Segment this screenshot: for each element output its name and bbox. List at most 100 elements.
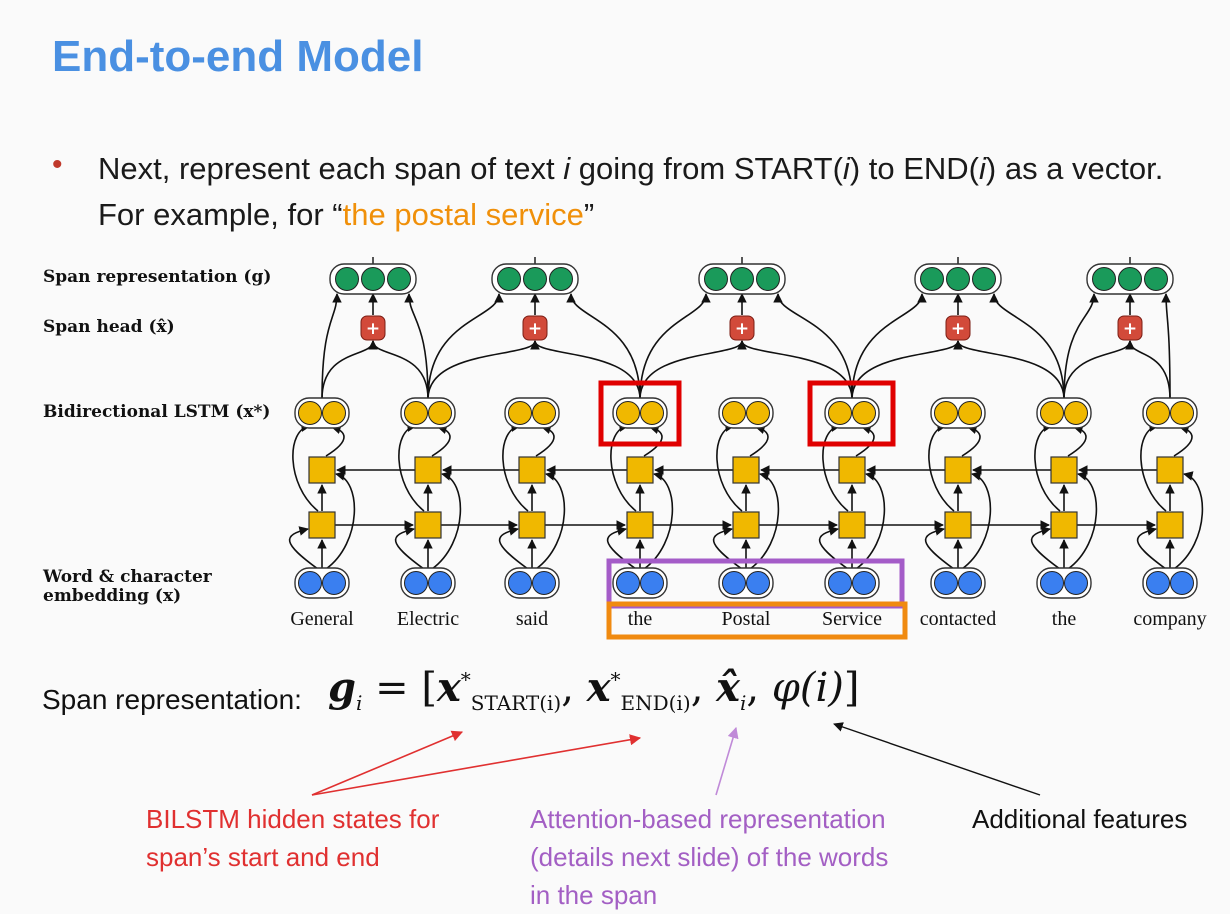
bilstm-state-node bbox=[532, 401, 556, 425]
embed-to-forward-arrow bbox=[498, 526, 529, 570]
backward-lstm-cell bbox=[414, 456, 442, 484]
bilstm-state-node bbox=[958, 401, 982, 425]
backward-lstm-cell bbox=[732, 456, 760, 484]
forward-to-lstm-arrow bbox=[502, 422, 529, 512]
lstm-to-span-arrow bbox=[989, 293, 1065, 400]
lstm-to-head-arrow bbox=[737, 340, 853, 400]
row-label-bilstm: Bidirectional LSTM (x*) bbox=[43, 402, 271, 422]
span-representation-node bbox=[704, 267, 728, 291]
span-representation-node bbox=[730, 267, 754, 291]
span-head-node bbox=[360, 315, 386, 341]
span-representation-node bbox=[387, 267, 411, 291]
row-label-span-head: Span head (x̂) bbox=[43, 317, 175, 337]
backward-to-lstm-arrow bbox=[431, 424, 451, 457]
slide-title: End-to-end Model bbox=[52, 32, 424, 81]
lstm-to-span-arrow bbox=[639, 293, 711, 400]
highlighted-phrase: the postal service bbox=[342, 197, 584, 232]
token-word: said bbox=[516, 608, 548, 630]
lstm-to-head-arrow bbox=[427, 340, 540, 400]
word-embedding-node bbox=[1040, 571, 1064, 595]
red-arrow-end bbox=[311, 734, 642, 796]
backward-to-lstm-arrow bbox=[961, 424, 981, 457]
forward-to-lstm-arrow bbox=[928, 422, 955, 512]
bilstm-state-node bbox=[428, 401, 452, 425]
bilstm-state-node bbox=[508, 401, 532, 425]
bilstm-state-node bbox=[404, 401, 428, 425]
token-word: contacted bbox=[920, 608, 997, 630]
embed-to-backward-arrow bbox=[325, 471, 356, 570]
span-head-node bbox=[522, 315, 548, 341]
red-arrow-start bbox=[311, 730, 464, 796]
lstm-to-head-arrow bbox=[368, 340, 429, 400]
forward-lstm-cell bbox=[944, 511, 972, 539]
word-embedding-node bbox=[722, 571, 746, 595]
span-representation-node bbox=[972, 267, 996, 291]
backward-to-lstm-arrow bbox=[1067, 424, 1087, 457]
lstm-to-span-arrow bbox=[851, 293, 927, 400]
span-representation-node bbox=[1092, 267, 1116, 291]
lstm-to-span-arrow bbox=[1161, 293, 1171, 400]
embed-to-forward-arrow bbox=[1136, 526, 1167, 570]
embed-to-backward-arrow bbox=[431, 471, 462, 570]
forward-lstm-cell bbox=[1050, 511, 1078, 539]
end-state-highlight bbox=[807, 380, 896, 447]
span-rep-label: Span representation: bbox=[42, 684, 302, 715]
backward-lstm-cell bbox=[626, 456, 654, 484]
annotation-arrows bbox=[311, 722, 1041, 796]
span-rep-formula: gi = [x*START(i), x*END(i), x̂i, φ(i)] bbox=[328, 664, 860, 715]
bilstm-state-node bbox=[828, 401, 852, 425]
backward-to-lstm-arrow bbox=[535, 424, 555, 457]
forward-to-lstm-arrow bbox=[1140, 422, 1167, 512]
token-word: the bbox=[628, 608, 653, 630]
lstm-to-span-arrow bbox=[773, 293, 853, 400]
span-representation-node bbox=[497, 267, 521, 291]
bullet-text: Next, represent each span of text i goin… bbox=[98, 151, 1164, 232]
span-representation-node bbox=[1144, 267, 1168, 291]
backward-lstm-cell bbox=[518, 456, 546, 484]
bilstm-state-node bbox=[322, 401, 346, 425]
row-label-span-representation: Span representation (g) bbox=[43, 267, 272, 287]
lstm-to-span-arrow bbox=[321, 293, 342, 400]
word-embedding-node bbox=[852, 571, 876, 595]
token-word: the bbox=[1052, 608, 1077, 630]
forward-to-lstm-arrow bbox=[398, 422, 425, 512]
forward-to-lstm-arrow bbox=[1034, 422, 1061, 512]
backward-to-lstm-arrow bbox=[325, 424, 345, 457]
token-word: General bbox=[290, 608, 354, 630]
lstm-to-head-arrow bbox=[1125, 340, 1171, 400]
annotation-additional: Additional features bbox=[972, 804, 1188, 834]
forward-to-lstm-arrow bbox=[822, 422, 849, 512]
span-head-node bbox=[1117, 315, 1143, 341]
bilstm-state-node bbox=[1064, 401, 1088, 425]
embed-to-forward-arrow bbox=[1030, 526, 1061, 570]
backward-lstm-cell bbox=[308, 456, 336, 484]
lstm-to-head-arrow bbox=[851, 340, 963, 400]
word-embedding-node bbox=[508, 571, 532, 595]
embed-to-forward-arrow bbox=[924, 526, 955, 570]
bilstm-state-node bbox=[1040, 401, 1064, 425]
span-representation-node bbox=[523, 267, 547, 291]
span-head-plus: + bbox=[366, 319, 380, 339]
lstm-to-head-arrow bbox=[639, 340, 747, 400]
bilstm-state-node bbox=[616, 401, 640, 425]
forward-to-lstm-arrow bbox=[610, 422, 637, 512]
forward-lstm-cell bbox=[838, 511, 866, 539]
forward-lstm-cell bbox=[1156, 511, 1184, 539]
span-representation-node bbox=[946, 267, 970, 291]
bullet-marker: • bbox=[52, 148, 63, 181]
word-embedding-node bbox=[1146, 571, 1170, 595]
bilstm-state-node bbox=[1146, 401, 1170, 425]
word-embedding-node bbox=[640, 571, 664, 595]
word-embedding-node bbox=[746, 571, 770, 595]
span-head-plus: + bbox=[528, 319, 542, 339]
token-word: Electric bbox=[397, 608, 459, 630]
span-representation-node bbox=[335, 267, 359, 291]
token-word: Service bbox=[822, 608, 882, 630]
lstm-to-span-arrow bbox=[566, 293, 641, 400]
bilstm-state-node bbox=[746, 401, 770, 425]
bilstm-state-node bbox=[640, 401, 664, 425]
word-embedding-node bbox=[532, 571, 556, 595]
embed-to-forward-arrow bbox=[394, 526, 425, 570]
